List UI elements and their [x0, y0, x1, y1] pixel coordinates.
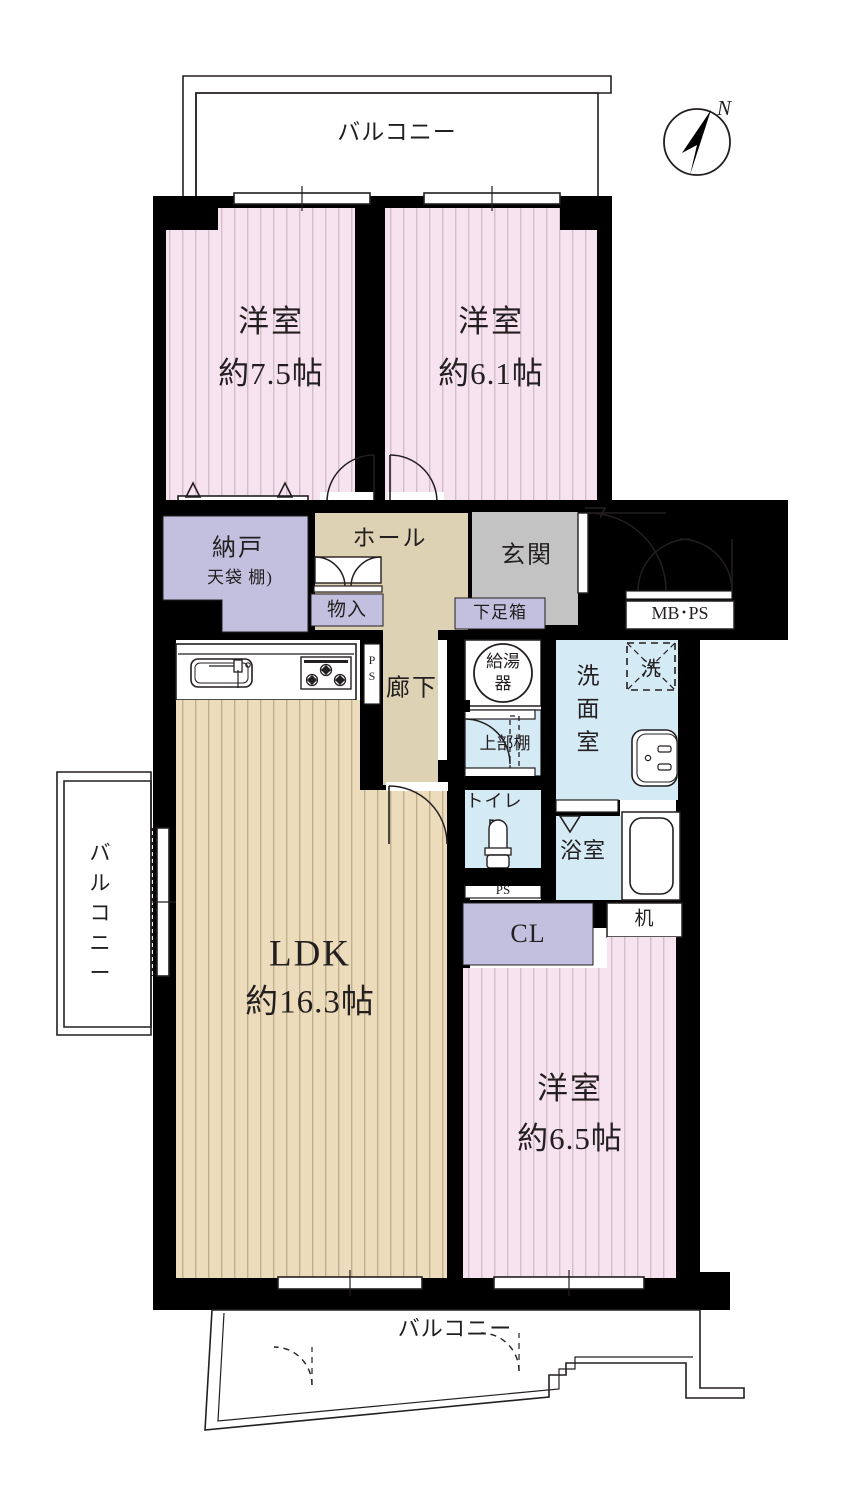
room-nando: 納戸 天袋 棚)	[162, 515, 309, 633]
getabako-label: 下足箱	[473, 603, 527, 622]
washroom-label-2: 面	[577, 696, 600, 721]
balcony-top-label: バルコニー	[337, 119, 457, 144]
door-ldk[interactable]	[386, 782, 448, 845]
window-bedroom-se-bottom	[493, 1270, 645, 1296]
compass-rose: N	[663, 96, 732, 176]
bedroom-ne-name: 洋室	[458, 304, 524, 339]
bathtub-icon	[621, 811, 681, 901]
monoire-label: 物入	[327, 598, 367, 620]
kitchen-counter	[175, 643, 357, 701]
unit-kyutoki: 給湯 器	[464, 639, 542, 707]
washroom-label-3: 室	[577, 729, 600, 754]
ps-corridor-slot: P S	[363, 643, 381, 705]
door-bedroom-nw[interactable]	[320, 454, 375, 503]
balcony-left-label-4: ニ	[90, 931, 111, 955]
room-ldk: LDK 約16.3帖	[176, 700, 447, 1278]
cabinet-getabako[interactable]: 下足箱	[454, 597, 546, 630]
room-toilet: トイレ PS	[464, 788, 542, 899]
washer-slot: 洗	[626, 642, 676, 691]
hall-label: ホール	[353, 525, 428, 550]
balcony-left-label-2: ル	[90, 871, 111, 895]
washbasin-icon	[631, 729, 678, 787]
bedroom-nw-name: 洋室	[238, 304, 304, 339]
kitchen-sink-icon	[190, 658, 253, 688]
compass-north-label: N	[716, 96, 732, 120]
bedroom-nw-area: 約7.5帖	[218, 356, 324, 391]
balcony-left-label-3: コ	[90, 901, 111, 925]
bedroom-ne-area: 約6.1帖	[438, 356, 544, 391]
kitchen-stove-icon	[300, 656, 352, 690]
genkan-label: 玄関	[501, 542, 553, 569]
door-bedroom-ne[interactable]	[388, 454, 444, 503]
desk-tsukue: 机	[606, 902, 683, 938]
ps-corridor-label-s: S	[369, 669, 376, 683]
nando-sub: 天袋 棚)	[207, 568, 273, 587]
window-bedroom-nw	[233, 186, 371, 211]
room-bathroom: 浴室	[555, 799, 681, 901]
washer-label: 洗	[641, 658, 661, 681]
mb-ps-doors[interactable]: MB･PS	[625, 538, 735, 630]
kyutoki-label-2: 器	[495, 674, 512, 693]
toilet-label: トイレ	[466, 791, 523, 811]
entrance-door[interactable]	[577, 507, 667, 594]
closet-monoire[interactable]: 物入	[310, 556, 384, 627]
ldk-name: LDK	[269, 933, 351, 974]
nando-name: 納戸	[212, 535, 264, 562]
corridor-label: 廊下	[386, 675, 438, 702]
balcony-bottom-label: バルコニー	[398, 1316, 513, 1341]
kyutoki-label-1: 給湯	[486, 652, 520, 671]
balcony-left-label-5: ー	[90, 961, 111, 985]
room-bedroom-nw: 洋室 約7.5帖	[166, 208, 355, 500]
room-washroom: 洗 面 室 洗	[556, 640, 678, 800]
window-ldk-left	[150, 827, 176, 977]
cl-label: CL	[510, 919, 545, 948]
bedroom-se-name: 洋室	[537, 1071, 603, 1106]
balcony-bottom: バルコニー	[204, 1270, 745, 1431]
toilet-icon	[484, 819, 512, 869]
tsukue-label: 机	[634, 907, 653, 929]
washroom-label-1: 洗	[577, 663, 600, 688]
room-corridor: 廊下	[386, 675, 438, 702]
window-ldk-bottom	[277, 1270, 423, 1296]
room-bedroom-ne: 洋室 約6.1帖	[385, 208, 597, 500]
window-bedroom-ne	[423, 186, 561, 211]
bathroom-label: 浴室	[560, 838, 606, 863]
unit-joubudana[interactable]: 上部棚	[464, 709, 542, 778]
joubudana-label: 上部棚	[480, 734, 531, 753]
bedroom-se-area: 約6.5帖	[517, 1121, 623, 1156]
ps-corridor-label-p: P	[369, 653, 376, 667]
room-bedroom-se: 洋室 約6.5帖	[463, 937, 676, 1278]
mb-ps-label: MB･PS	[651, 603, 708, 623]
ldk-area: 約16.3帖	[245, 984, 375, 1021]
balcony-left: バ ル コ ニ ー	[56, 771, 176, 1036]
balcony-left-label-1: バ	[90, 841, 111, 865]
